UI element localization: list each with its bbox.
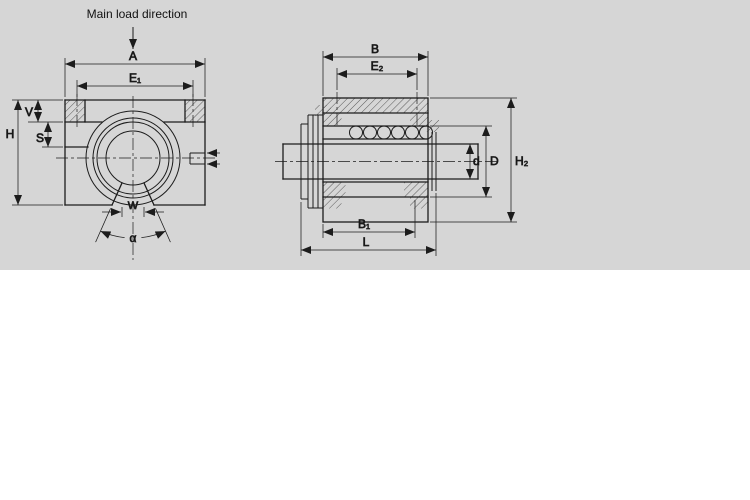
dim-label-A: A	[129, 49, 137, 63]
dim-label-H2: H₂	[515, 154, 529, 168]
lube-hole-feature	[189, 152, 205, 165]
paper-background	[0, 0, 750, 270]
dim-label-H: H	[6, 127, 15, 141]
front-centerlines	[56, 94, 216, 260]
dim-E2: E₂	[336, 59, 418, 90]
hatch-right-ear	[185, 100, 205, 122]
dim-A: A	[64, 49, 206, 97]
dim-alpha: α	[95, 208, 171, 245]
dim-label-E2: E₂	[371, 59, 384, 73]
front-view: Main load direction	[5, 7, 220, 260]
side-view: B E₂ d D H₂	[275, 42, 529, 256]
dim-H: H	[5, 99, 63, 206]
dim-E1: E₁	[76, 71, 194, 97]
dim-label-W: W	[128, 200, 139, 212]
dim-d: d	[466, 144, 480, 179]
dim-L: L	[300, 193, 437, 256]
side-centerlines	[275, 92, 500, 162]
dim-S: S	[36, 122, 63, 148]
dim-label-V: V	[25, 105, 33, 119]
dim-H2: H₂	[430, 97, 529, 223]
dim-B: B	[322, 42, 429, 96]
main-load-direction-annotation: Main load direction	[87, 7, 188, 49]
dim-label-D: D	[490, 154, 499, 168]
dim-label-d: d	[473, 154, 480, 168]
dim-label-B: B	[371, 42, 379, 56]
shaft	[282, 143, 479, 180]
slot-opening	[111, 182, 155, 206]
dim-label-S: S	[36, 131, 44, 145]
dim-B1: B₁	[322, 200, 416, 238]
hatch-flange-screw	[315, 105, 331, 116]
dim-D: D	[430, 125, 499, 198]
dim-W: W	[102, 200, 164, 217]
main-load-direction-label: Main load direction	[87, 7, 188, 21]
dim-label-alpha: α	[130, 231, 137, 245]
section-hatching	[323, 98, 428, 209]
dim-label-B1: B₁	[358, 217, 370, 231]
dim-label-L: L	[363, 235, 370, 249]
lube-hole-arrows	[207, 149, 220, 168]
hatch-left-ear	[65, 100, 85, 122]
dim-label-E1: E₁	[129, 71, 141, 85]
